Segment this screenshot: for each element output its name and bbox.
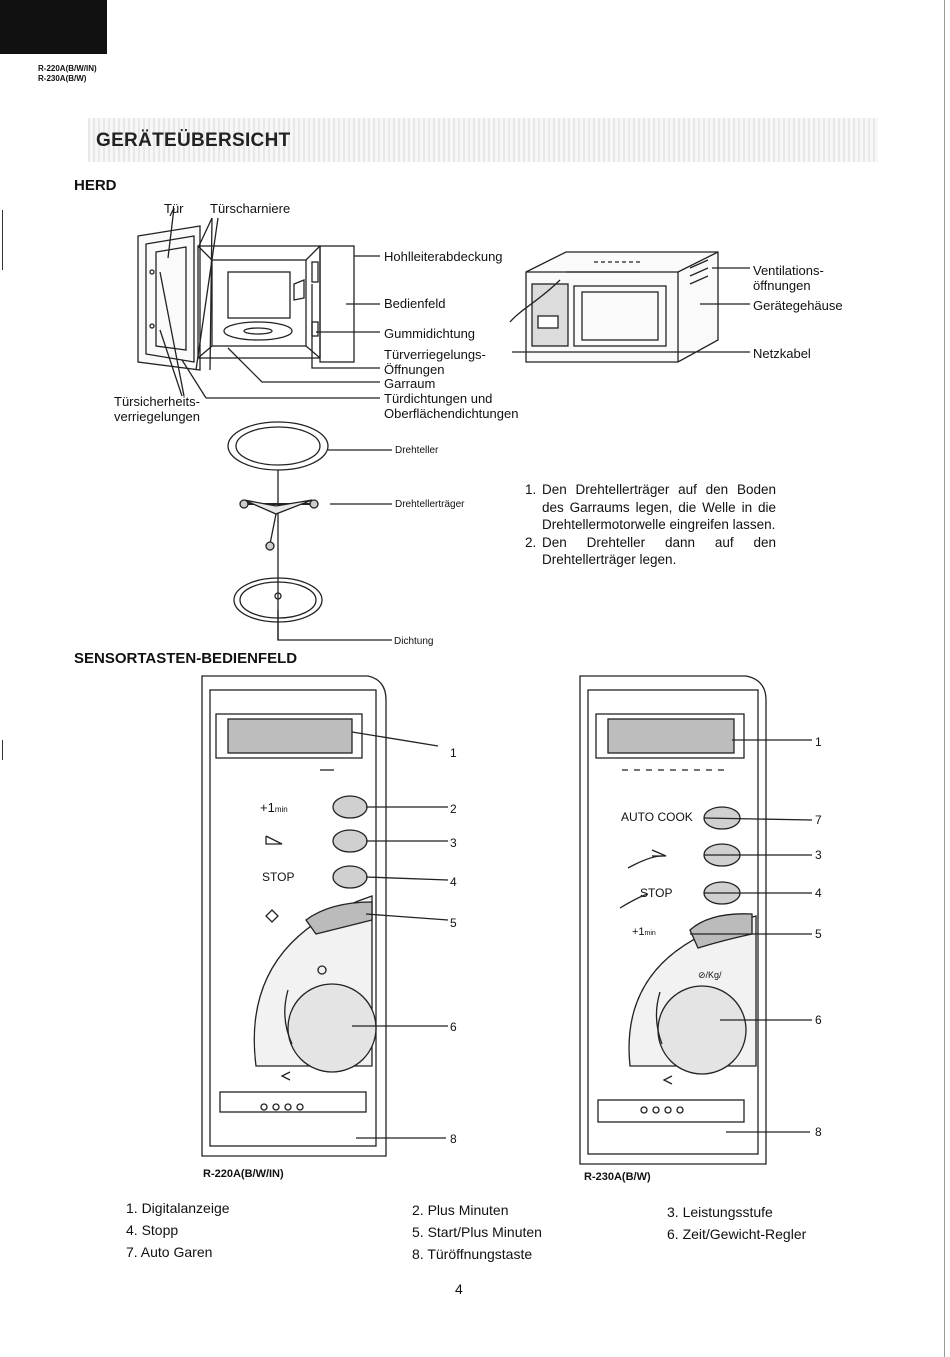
label-tuerverriegelung: Türverriegelungs- Öffnungen <box>384 347 486 377</box>
section-heading-sensor: SENSORTASTEN-BEDIENFELD <box>74 650 298 667</box>
model-line-1: R-220A(B/W/IN) <box>38 64 97 73</box>
right-plus1-label: +1min <box>632 926 656 938</box>
model-line-2: R-230A(B/W) <box>38 74 87 83</box>
label-tuerdichtungen-line1: Türdichtungen und <box>384 391 493 406</box>
legend-item: 6. Zeit/Gewicht-Regler <box>667 1226 807 1242</box>
left-callout-3: 3 <box>450 836 457 850</box>
right-callout-6: 6 <box>815 1013 822 1027</box>
label-garraum: Garraum <box>384 376 436 391</box>
label-tuerverriegelung-line1: Türverriegelungs- <box>384 347 486 362</box>
right-autocook-label: AUTO COOK <box>621 810 693 824</box>
legend-item: 8. Türöffnungstaste <box>412 1246 533 1262</box>
left-callout-6: 6 <box>450 1020 457 1034</box>
right-callout-4: 4 <box>815 886 822 900</box>
scan-edge-line <box>944 0 945 1357</box>
legend-item: 4. Stopp <box>126 1222 179 1238</box>
model-numbers: R-220A(B/W/IN) R-230A(B/W) <box>38 64 97 84</box>
right-plus1-text: +1 <box>632 926 645 938</box>
right-callout-3: 3 <box>815 848 822 862</box>
label-sicherheit-line2: verriegelungen <box>114 409 201 424</box>
left-model-caption: R-220A(B/W/IN) <box>203 1168 284 1180</box>
scan-edge-mark <box>2 740 3 760</box>
legend-item: 7. Auto Garen <box>126 1244 213 1260</box>
control-panel-left-drawing <box>201 675 449 1157</box>
legend-col-1: 1. Digitalanzeige 4. Stopp 7. Auto Garen <box>126 1197 230 1263</box>
left-stop-label: STOP <box>262 870 295 884</box>
page-number: 4 <box>455 1281 463 1297</box>
left-plus1-min: min <box>274 805 288 814</box>
title-band <box>88 118 878 162</box>
installation-steps: Den Drehtellerträger auf den Boden des G… <box>518 481 776 569</box>
page-title: GERÄTEÜBERSICHT <box>96 130 291 151</box>
scan-edge-mark <box>2 210 3 270</box>
label-netzkabel: Netzkabel <box>753 346 811 361</box>
label-bedienfeld: Bedienfeld <box>384 296 446 311</box>
label-geraetegehaeuse: Gerätegehäuse <box>753 298 843 313</box>
left-callout-4: 4 <box>450 875 457 889</box>
right-stop-label: STOP <box>640 886 673 900</box>
step-2: Den Drehteller dann auf den Drehtellertr… <box>540 534 776 569</box>
header-black-block <box>0 0 107 54</box>
legend-item: 2. Plus Minuten <box>412 1202 509 1218</box>
legend-col-2: 2. Plus Minuten 5. Start/Plus Minuten 8.… <box>412 1199 542 1265</box>
right-callout-5: 5 <box>815 927 822 941</box>
label-gummidichtung: Gummidichtung <box>384 326 476 341</box>
step-1: Den Drehtellerträger auf den Boden des G… <box>540 481 776 534</box>
legend-item: 1. Digitalanzeige <box>126 1200 230 1216</box>
right-callout-7: 7 <box>815 813 822 827</box>
right-plus1-min: min <box>644 930 656 937</box>
right-model-caption: R-230A(B/W) <box>584 1171 651 1183</box>
label-ventilationsoeffnungen: Ventilations- öffnungen <box>753 263 824 293</box>
right-callout-1: 1 <box>815 735 822 749</box>
section-heading-herd: HERD <box>74 177 117 194</box>
label-hohlleiterabdeckung: Hohlleiterabdeckung <box>384 249 503 264</box>
label-tuerverriegelung-line2: Öffnungen <box>384 362 445 377</box>
label-tuer: Tür <box>164 201 184 216</box>
legend-item: 3. Leistungsstufe <box>667 1204 773 1220</box>
right-callout-8: 8 <box>815 1125 822 1139</box>
label-ventilation-line2: öffnungen <box>753 278 811 293</box>
microwave-closed-drawing <box>509 251 750 363</box>
legend-item: 5. Start/Plus Minuten <box>412 1224 542 1240</box>
label-ventilation-line1: Ventilations- <box>753 263 824 278</box>
left-callout-5: 5 <box>450 916 457 930</box>
legend-col-3: 3. Leistungsstufe 6. Zeit/Gewicht-Regler <box>667 1201 806 1245</box>
left-callout-8: 8 <box>450 1132 457 1146</box>
label-tuerdichtungen-line2: Oberflächendichtungen <box>384 406 519 421</box>
label-tuersicherheitsverriegelungen: Türsicherheits- verriegelungen <box>114 394 200 424</box>
label-drehtellertraeger: Drehtellerträger <box>395 499 465 510</box>
label-tuerscharniere: Türscharniere <box>210 201 291 216</box>
control-panel-right-drawing <box>579 675 813 1165</box>
left-plus1-label: +1min <box>260 800 288 815</box>
right-weight-label: ⊘/Kg/ <box>698 970 722 980</box>
label-tuerdichtungen: Türdichtungen und Oberflächendichtungen <box>384 391 518 421</box>
turntable-parts-drawing <box>227 421 392 641</box>
left-callout-2: 2 <box>450 802 457 816</box>
label-drehteller: Drehteller <box>395 445 439 456</box>
left-callout-1: 1 <box>450 746 457 760</box>
label-sicherheit-line1: Türsicherheits- <box>114 394 200 409</box>
label-dichtung: Dichtung <box>394 636 434 647</box>
left-plus1-text: +1 <box>260 800 275 815</box>
microwave-open-drawing <box>137 207 380 399</box>
